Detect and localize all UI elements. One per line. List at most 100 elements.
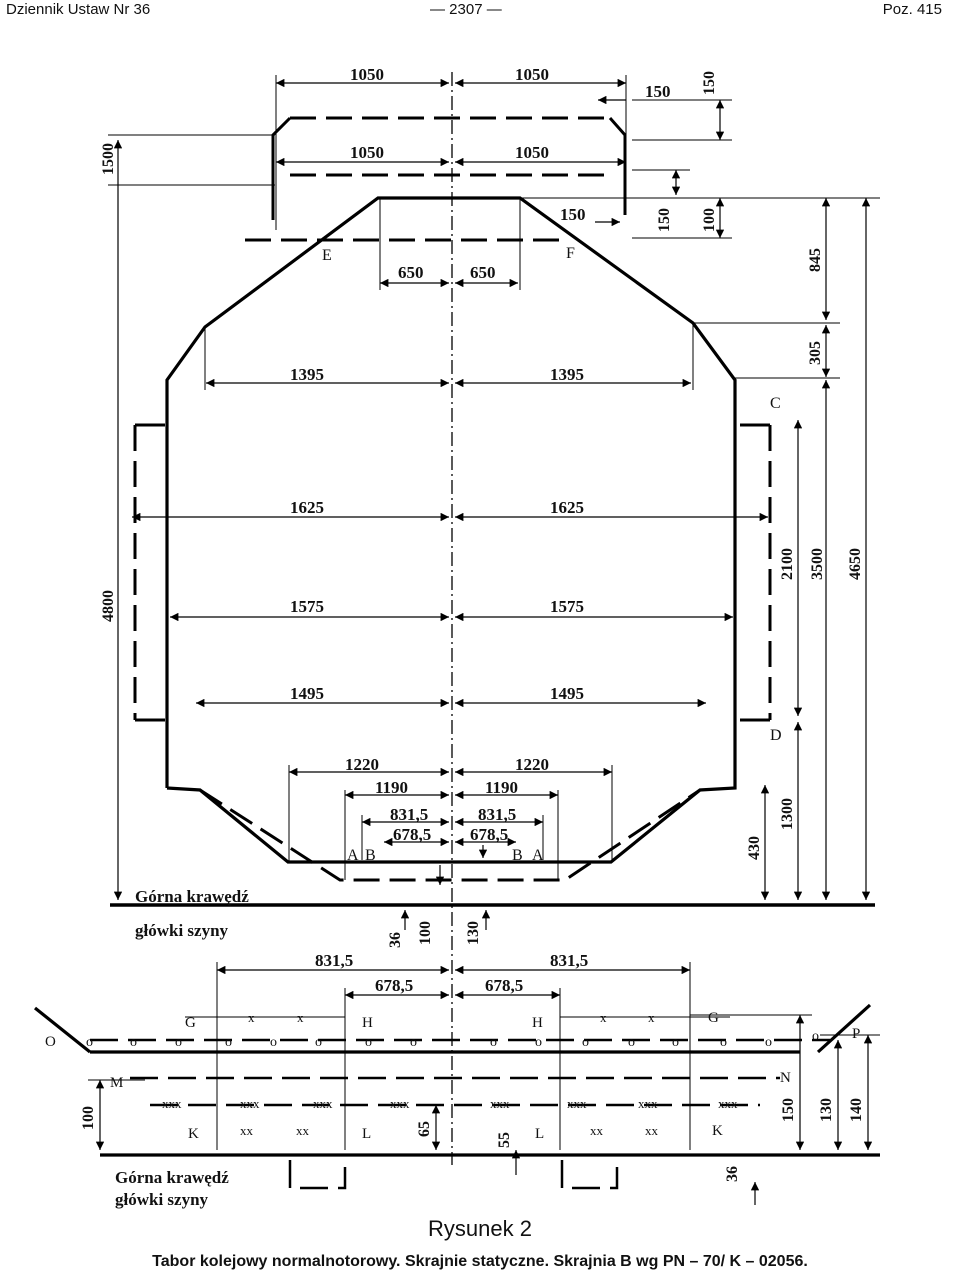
marker-xxx: xxx [162,1096,182,1111]
dim-305: 305 [807,341,824,365]
point-labels-upper: E F C D A B B A [322,245,782,864]
dim-1495-r: 1495 [550,684,584,703]
vertical-texts-upper: 1500 150 100 150 845 305 4800 2100 3500 … [100,71,864,948]
dim-1625-l: 1625 [290,498,324,517]
dim-1500: 1500 [100,143,117,175]
marker-o: o [315,1035,322,1050]
lower-dashed-lines [90,1038,830,1190]
marker-o: o [130,1035,137,1050]
header-page-number: — 2307 — [430,1,502,18]
header-journal: Dziennik Ustaw Nr 36 [6,1,151,18]
marker-o: o [410,1035,417,1050]
point-f: F [566,245,575,262]
dim-1050-tl: 1050 [350,65,384,84]
marker-xxx: xxx [390,1096,410,1111]
marker-o: o [812,1029,819,1044]
dim-130-b: 130 [818,1098,835,1122]
dim-1190-l: 1190 [375,778,408,797]
marker-o: o [365,1035,372,1050]
marker-xxx: xxx [638,1096,658,1111]
point-n: N [780,1070,791,1086]
dimension-lines-upper [132,78,768,847]
marker-x: x [297,1010,304,1025]
dim-36-b: 36 [724,1166,741,1182]
dim-2100: 2100 [779,548,796,580]
marker-o: o [720,1035,727,1050]
dim-1625-r: 1625 [550,498,584,517]
point-k-right: K [712,1123,723,1139]
dim-1575-r: 1575 [550,597,584,616]
rail-top-label-1: Górna krawędź [135,887,249,906]
point-k-left: K [188,1126,199,1142]
dim-831-br: 831,5 [550,951,588,970]
marker-xxx: xxx [567,1096,587,1111]
marker-xx: xx [645,1123,659,1138]
lower-gauge-lines [34,1003,880,1157]
point-g-left: G [185,1015,196,1031]
dim-150-b: 150 [560,205,586,224]
rail-label-upper: Górna krawędź główki szyny [135,887,249,940]
page-header: Dziennik Ustaw Nr 36 — 2307 — Poz. 415 [0,0,960,22]
marker-o: o [765,1035,772,1050]
point-o: O [45,1034,56,1050]
dim-1050-ml: 1050 [350,143,384,162]
point-h-right: H [532,1015,543,1031]
dim-65-b: 65 [416,1121,433,1137]
extension-lines-lower [88,962,880,1150]
dim-650-l: 650 [398,263,424,282]
point-labels-lower: O G H H G P M N K L L K [45,1010,860,1142]
marker-labels-lower: x x x x xxx xxx xxx xxx xxx xxx xxx xxx … [162,1010,738,1138]
dimension-texts-lower: 831,5 831,5 678,5 678,5 [315,951,588,995]
dim-100-b: 100 [80,1106,97,1130]
dim-1050-mr: 1050 [515,143,549,162]
dim-1050-tr: 1050 [515,65,549,84]
extension-lines-upper [108,75,880,880]
dim-1395-l: 1395 [290,365,324,384]
dim-1575-l: 1575 [290,597,324,616]
marker-o: o [270,1035,277,1050]
rail-label-lower: Górna krawędź główki szyny [115,1168,229,1209]
rail-top-label-lower-1: Górna krawędź [115,1168,229,1187]
dim-150-a: 150 [645,82,671,101]
header-position: Poz. 415 [882,1,942,18]
marker-xxx: xxx [240,1096,260,1111]
marker-o: o [582,1035,589,1050]
dimension-texts-upper: 1050 1050 1050 1050 150 150 650 650 1395… [290,65,671,844]
dim-831-r: 831,5 [478,805,516,824]
figure-caption: Tabor kolejowy normalnotorowy. Skrajnie … [152,1253,808,1270]
dim-1395-r: 1395 [550,365,584,384]
dim-845: 845 [807,248,824,272]
dim-150-b: 150 [780,1098,797,1122]
marker-o: o [86,1035,93,1050]
marker-o: o [175,1035,182,1050]
rail-top-label-2: główki szyny [135,921,229,940]
dimension-lines-lower [95,965,873,1205]
point-l-left: L [362,1126,371,1142]
marker-xx: xx [590,1123,604,1138]
dim-55-b: 55 [496,1132,513,1148]
vehicle-outline-dashed [133,116,772,882]
dim-1300: 1300 [779,798,796,830]
dim-140-b: 140 [848,1098,865,1122]
dim-678-l: 678,5 [393,825,431,844]
dim-1495-l: 1495 [290,684,324,703]
dim-831-l: 831,5 [390,805,428,824]
dim-36-upper: 36 [387,932,404,948]
marker-x: x [248,1010,255,1025]
point-d: D [770,727,782,744]
dim-4650: 4650 [847,548,864,580]
dim-150-v: 150 [701,71,718,95]
gauge-outline [165,196,737,864]
marker-x: x [600,1010,607,1025]
rail-top-label-lower-2: główki szyny [115,1190,209,1209]
point-p: P [852,1026,860,1042]
point-b-right: B [512,847,523,864]
point-a-left: A [347,847,359,864]
marker-o: o [535,1035,542,1050]
dim-1220-l: 1220 [345,755,379,774]
point-a-right: A [532,847,544,864]
marker-xx: xx [240,1123,254,1138]
point-h-left: H [362,1015,373,1031]
dim-150-v2: 150 [656,208,673,232]
